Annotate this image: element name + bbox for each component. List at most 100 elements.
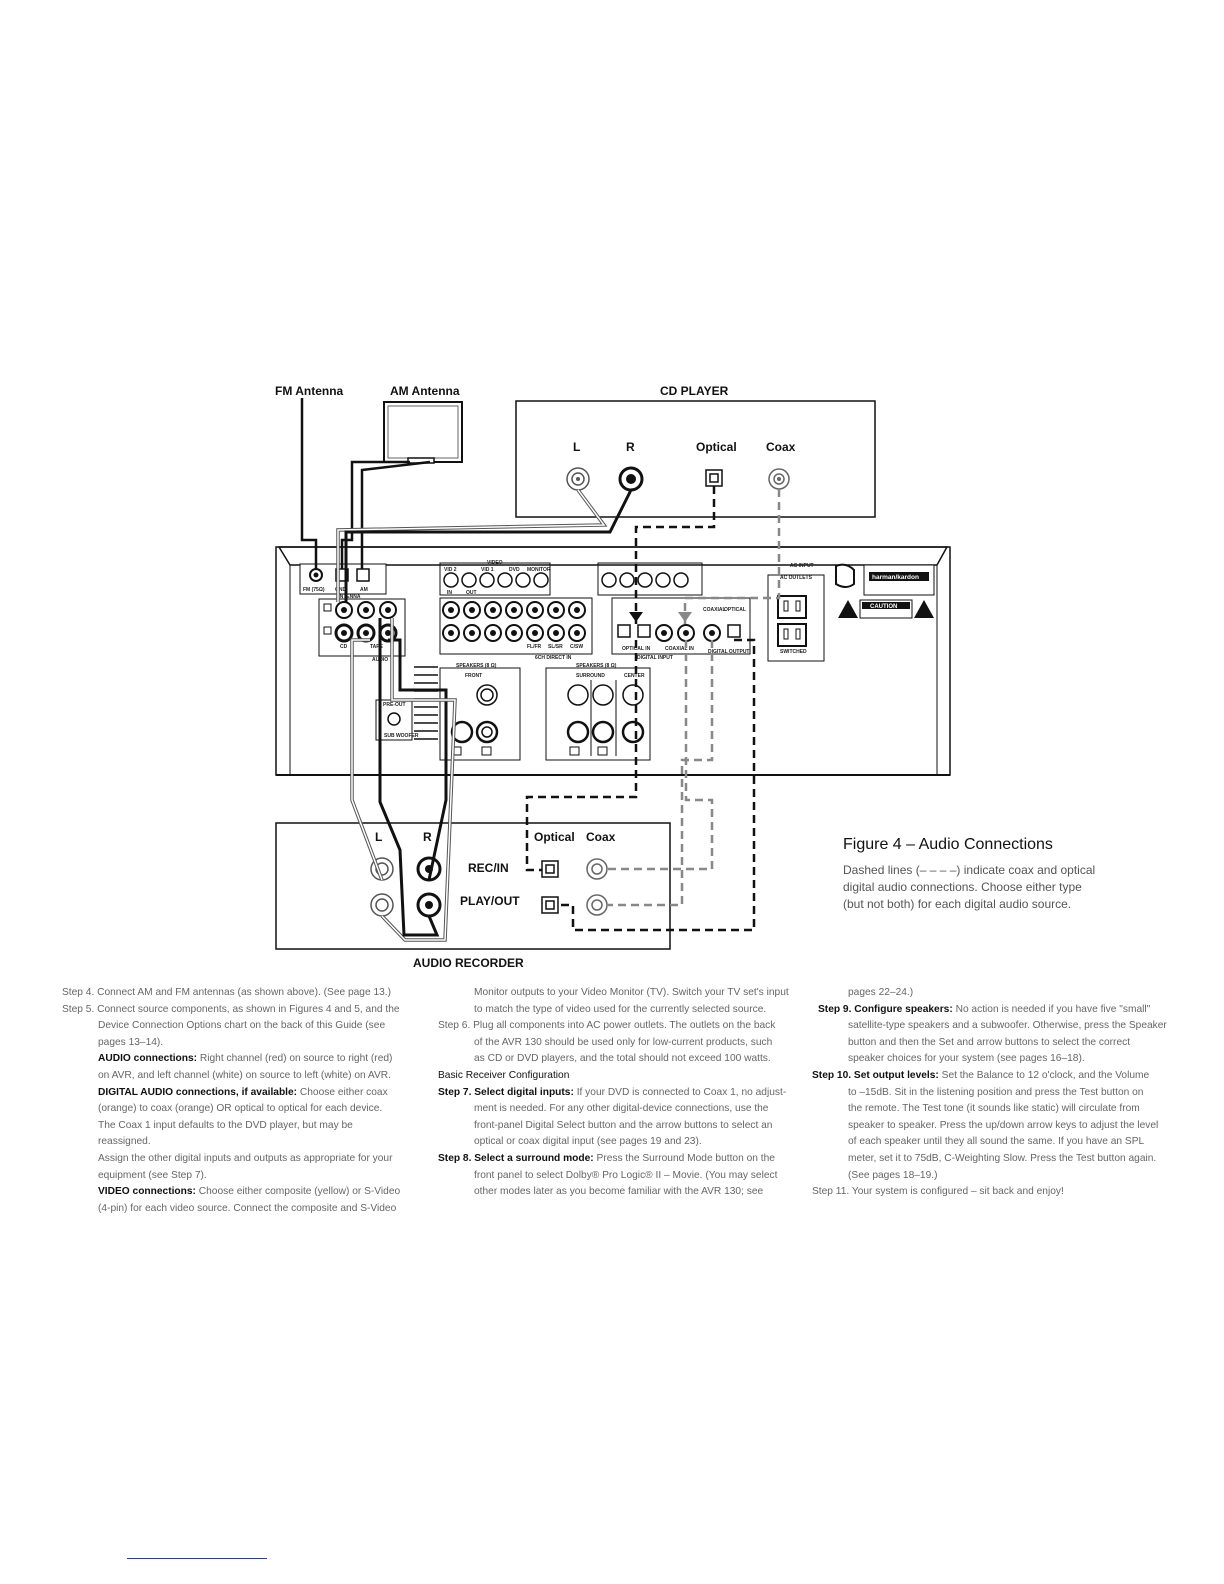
digital-connections-text: equipment (see Step 7). bbox=[98, 1169, 207, 1181]
pre-out-label: PRE-OUT bbox=[383, 702, 406, 708]
slsr-label: SL/SR bbox=[548, 644, 563, 650]
switched-label: SWITCHED bbox=[780, 649, 807, 655]
rec-optical-label: Optical bbox=[534, 830, 575, 844]
step-9: Step 9. Configure speakers: No action is… bbox=[812, 1002, 1172, 1019]
composite-jacks bbox=[442, 601, 586, 642]
rec-l-label: L bbox=[375, 830, 382, 844]
step-7: Step 7. Select digital inputs: If your D… bbox=[438, 1085, 798, 1102]
rec-in-label: REC/IN bbox=[468, 861, 509, 875]
video-connections-text: Monitor outputs to your Video Monitor (T… bbox=[474, 987, 789, 998]
receiver-back-panel: FM (75Ω) GND AM ANTENNA CD TAPE AUDIO VI… bbox=[275, 546, 951, 776]
digital-output-label: DIGITAL OUTPUT bbox=[708, 649, 749, 655]
footer-rule bbox=[127, 1558, 267, 1559]
audio-recorder-label: AUDIO RECORDER bbox=[413, 956, 524, 970]
step-7-text: front-panel Digital Select button and th… bbox=[474, 1119, 773, 1131]
step-8-text: pages 22–24.) bbox=[848, 987, 914, 998]
video-in-label: IN bbox=[447, 590, 452, 596]
step-8-text: Press the Surround Mode button on the bbox=[593, 1152, 775, 1164]
step-9-heading: Step 9. Configure speakers: bbox=[818, 1003, 953, 1015]
speakers-surround-label: SPEAKERS (8 Ω) bbox=[576, 663, 617, 669]
cd-l-label: L bbox=[573, 440, 580, 454]
step-8: Step 8. Select a surround mode: Press th… bbox=[438, 1151, 798, 1168]
audio-connections-text: on AVR, and left channel (white) on sour… bbox=[98, 1069, 391, 1081]
step-5: Step 5. Connect source components, as sh… bbox=[62, 1003, 400, 1015]
figure-description: Dashed lines (– – – –) indicate coax and… bbox=[843, 862, 1123, 913]
subwoofer-label: SUB WOOFER bbox=[384, 733, 419, 739]
brand-logo: harman/kardon bbox=[872, 574, 919, 581]
step-8-text: other modes later as you become familiar… bbox=[474, 1186, 764, 1198]
audio-connections-heading: AUDIO connections: bbox=[98, 1053, 198, 1065]
audio-connections: AUDIO connections: Right channel (red) o… bbox=[62, 1051, 407, 1068]
caption-line: (but not both) for each digital audio so… bbox=[843, 897, 1072, 911]
video-section-label: VIDEO bbox=[487, 560, 503, 566]
rec-coax-label: Coax bbox=[586, 830, 616, 844]
svideo-jacks bbox=[443, 572, 549, 588]
step-9-text: No action is needed if you have five "sm… bbox=[952, 1003, 1151, 1015]
optical-in-label: OPTICAL IN bbox=[622, 646, 651, 652]
power-cord-icon bbox=[835, 563, 855, 588]
recorder-analog-cables bbox=[350, 618, 457, 942]
step-10-text: (See pages 18–19.) bbox=[848, 1169, 938, 1181]
audio-connections-diagram: FM Antenna AM Antenna CD PLAYER L R Opti… bbox=[275, 384, 951, 970]
step-10-text: to –15dB. Sit in the listening position … bbox=[848, 1086, 1144, 1098]
steps-column-2: Monitor outputs to your Video Monitor (T… bbox=[438, 985, 798, 1201]
step-5-text: Device Connection Options chart on the b… bbox=[98, 1020, 386, 1032]
video-connections-text: to match the type of video used for the … bbox=[474, 1003, 767, 1015]
cd-r-label: R bbox=[626, 440, 635, 454]
video-right-jacks bbox=[601, 572, 689, 588]
vent-slots bbox=[414, 666, 438, 740]
vid1-label: VID 1 bbox=[481, 567, 494, 573]
surround-center-terminals: SPEAKERS (8 Ω) SURROUND CENTER bbox=[545, 663, 651, 761]
cd-player-label: CD PLAYER bbox=[660, 384, 729, 398]
fm-terminal-label: FM (75Ω) bbox=[303, 587, 325, 593]
cd-coax-label: Coax bbox=[766, 440, 796, 454]
figure-caption: Figure 4 – Audio Connections Dashed line… bbox=[843, 836, 1123, 913]
audio-connections-text: Right channel (red) on source to right (… bbox=[197, 1053, 393, 1065]
optical-inputs bbox=[617, 624, 651, 638]
digital-connections-text: Choose either coax bbox=[297, 1086, 388, 1098]
video-out-label: OUT bbox=[466, 590, 477, 596]
ac-outlet-section: AC INPUT AC OUTLETS SWITCHED bbox=[767, 563, 825, 662]
digital-connections: DIGITAL AUDIO connections, if available:… bbox=[62, 1085, 407, 1102]
rec-r-label: R bbox=[423, 830, 432, 844]
antenna-terminal-label: ANTENNA bbox=[336, 594, 361, 600]
front-label: FRONT bbox=[465, 673, 482, 679]
cd-analog-cables bbox=[336, 488, 633, 602]
cd-jack-label: CD bbox=[340, 644, 348, 650]
caution-label: CAUTION bbox=[838, 599, 934, 619]
cd-coax-jack bbox=[768, 468, 790, 490]
step-7-text: ment is needed. For any other digital-de… bbox=[474, 1103, 769, 1115]
digital-dashed-cables bbox=[525, 486, 781, 932]
step-8-heading: Step 8. Select a surround mode: bbox=[438, 1152, 594, 1164]
flfr-label: FL/FR bbox=[527, 644, 542, 650]
dvd-label: DVD bbox=[509, 567, 520, 573]
step-9-text: button and then the Set and arrow button… bbox=[848, 1036, 1131, 1048]
cd-player-box: L R Optical Coax bbox=[515, 400, 876, 518]
step-9-text: speaker choices for your system (see pag… bbox=[848, 1053, 1085, 1065]
step-7-text: If your DVD is connected to Coax 1, no a… bbox=[573, 1086, 787, 1098]
step-10-text: speaker to speaker. Press the up/down ar… bbox=[848, 1119, 1159, 1131]
csw-label: C/SW bbox=[570, 644, 583, 650]
step-6-text: as CD or DVD players, and the total shou… bbox=[474, 1053, 771, 1065]
digital-connections-text: (orange) to coax (orange) OR optical to … bbox=[98, 1103, 383, 1115]
step-10: Step 10. Set output levels: Set the Bala… bbox=[812, 1068, 1172, 1085]
step-8-text: front panel to select Dolby® Pro Logic® … bbox=[474, 1169, 778, 1181]
vid2-label: VID 2 bbox=[444, 567, 457, 573]
step-7-heading: Step 7. Select digital inputs: bbox=[438, 1086, 574, 1098]
digital-connections-text: The Coax 1 input defaults to the DVD pla… bbox=[98, 1119, 353, 1148]
coaxial-out-label: COAXIAL bbox=[703, 607, 726, 613]
step-6: Step 6. Plug all components into AC powe… bbox=[438, 1020, 776, 1032]
am-antenna-icon bbox=[383, 401, 463, 464]
step-10-text: of each speaker until they all sound the… bbox=[848, 1136, 1145, 1148]
cd-optical-label: Optical bbox=[696, 440, 737, 454]
digital-connections-heading: DIGITAL AUDIO connections, if available: bbox=[98, 1086, 298, 1098]
video-connections-text: Choose either composite (yellow) or S-Vi… bbox=[195, 1186, 401, 1198]
speakers-front-label: SPEAKERS (8 Ω) bbox=[456, 663, 497, 669]
basic-configuration-heading: Basic Receiver Configuration bbox=[438, 1069, 570, 1081]
monitor-label: MONITOR bbox=[527, 567, 551, 573]
recorder-out-right-jack bbox=[416, 892, 442, 918]
am-terminal-label: AM bbox=[360, 587, 368, 593]
coaxial-inputs bbox=[655, 624, 741, 642]
surround-label: SURROUND bbox=[576, 673, 605, 679]
digital-connections-text: Assign the other digital inputs and outp… bbox=[98, 1152, 393, 1164]
